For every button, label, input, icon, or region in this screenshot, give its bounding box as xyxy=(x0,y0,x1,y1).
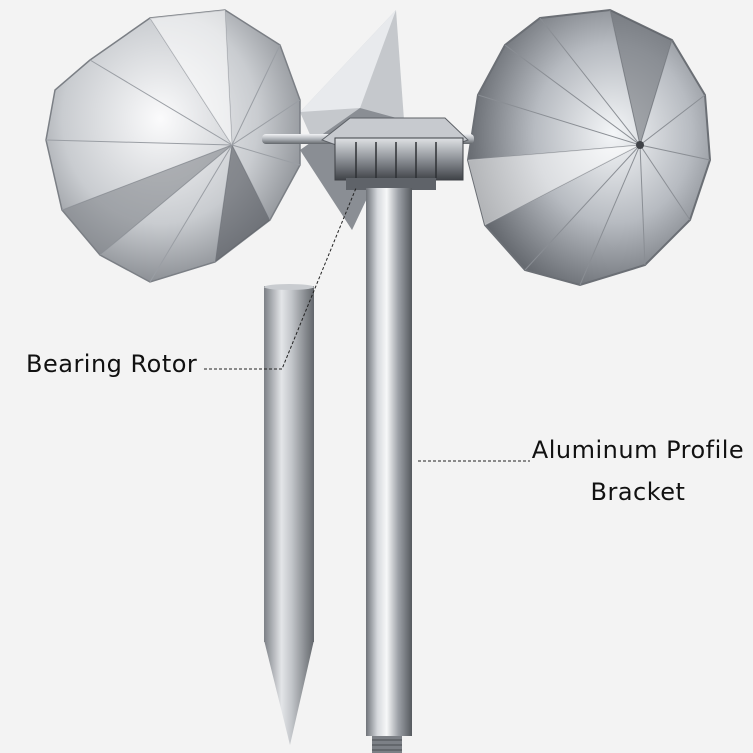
bracket-pole xyxy=(366,188,412,736)
bearing-rotor-label: Bearing Rotor xyxy=(26,350,198,378)
bracket-label-line-2: Bracket xyxy=(590,478,686,506)
bearing-rotor-hub xyxy=(320,117,469,190)
left-cup xyxy=(45,9,301,283)
aluminum-profile-bracket-label: Aluminum Profile Bracket xyxy=(528,429,748,513)
ground-spike xyxy=(264,284,314,745)
right-cup xyxy=(466,8,712,287)
bracket-label-line-1: Aluminum Profile xyxy=(531,436,745,464)
leader-line-bearing-rotor xyxy=(204,187,357,370)
